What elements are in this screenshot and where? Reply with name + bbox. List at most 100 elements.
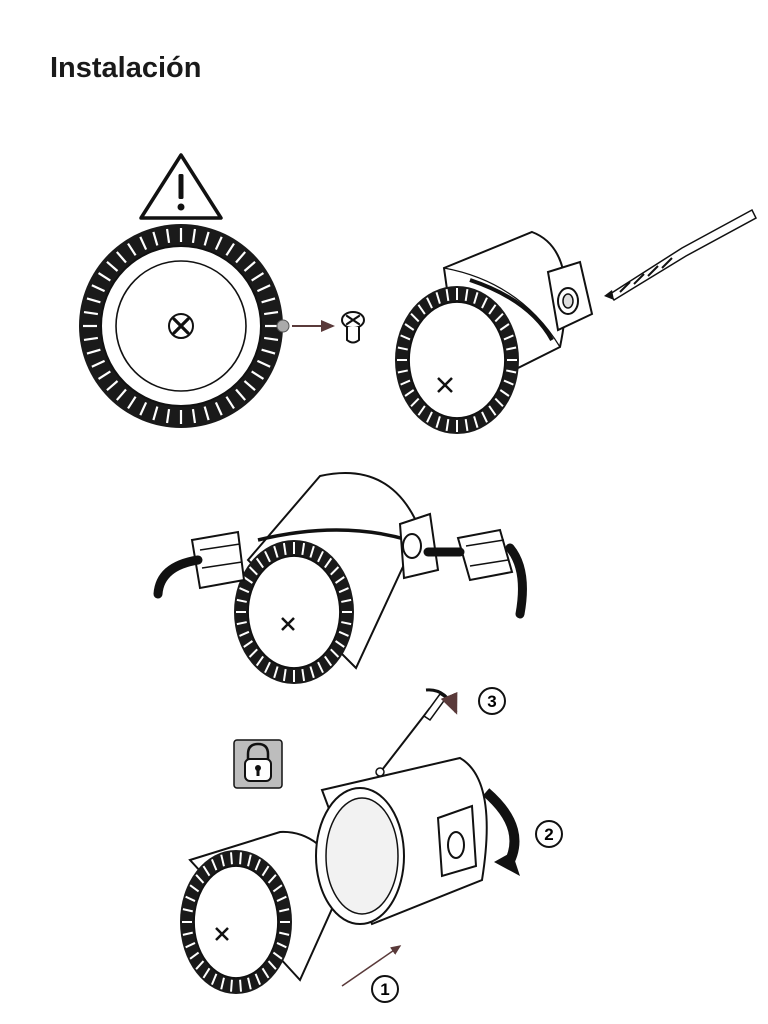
grille-rib bbox=[330, 648, 340, 658]
grille-rib bbox=[488, 405, 497, 416]
siren-side-view-drill bbox=[395, 230, 594, 434]
grille-rib bbox=[404, 389, 415, 397]
grille-rib bbox=[309, 545, 315, 558]
grille-rib bbox=[203, 231, 210, 246]
grille-rib bbox=[317, 661, 324, 674]
center-screw-icon bbox=[168, 313, 194, 339]
grille-rib bbox=[256, 284, 271, 293]
step-number: 3 bbox=[487, 692, 496, 711]
grille-rib bbox=[488, 304, 497, 315]
grille-rib bbox=[330, 566, 340, 576]
grille-rib bbox=[272, 951, 283, 960]
grille-rib bbox=[202, 865, 211, 877]
grille-rib bbox=[115, 388, 127, 401]
grille-rib bbox=[165, 228, 171, 244]
grille-rib bbox=[400, 379, 411, 386]
left-cable-gland-icon bbox=[153, 530, 246, 599]
grille-rib bbox=[426, 297, 433, 309]
grille-rib bbox=[195, 874, 205, 884]
grille-rib bbox=[464, 288, 469, 302]
grille-rib bbox=[97, 370, 111, 380]
grille-rib bbox=[220, 854, 225, 867]
grille-rib bbox=[506, 369, 517, 374]
grille-rib bbox=[127, 242, 137, 256]
grille-rib bbox=[182, 908, 193, 913]
grille-rib bbox=[279, 908, 290, 913]
grille-rib bbox=[248, 566, 258, 576]
exploded-assembly bbox=[180, 688, 520, 994]
grille-rib bbox=[251, 370, 265, 380]
grille-rib bbox=[106, 380, 119, 392]
grille-rib bbox=[261, 297, 276, 304]
step-badge-2: 2 bbox=[535, 820, 563, 848]
grille-rib bbox=[182, 931, 193, 936]
step-number: 1 bbox=[380, 980, 389, 999]
grille-rib bbox=[91, 284, 106, 293]
grille-rib bbox=[264, 550, 271, 563]
grille-rib bbox=[506, 346, 517, 351]
grille-rib bbox=[417, 405, 426, 416]
grille-rib bbox=[254, 973, 261, 986]
grille-rib bbox=[397, 369, 408, 374]
grille-rib bbox=[435, 292, 441, 304]
grille-rib bbox=[261, 348, 276, 355]
grille-rib bbox=[426, 411, 433, 423]
grille-rib bbox=[243, 260, 256, 272]
grille-rib bbox=[91, 359, 106, 368]
grille-rib bbox=[261, 865, 270, 877]
grille-rib bbox=[236, 621, 247, 626]
rotate-screw-arrow bbox=[425, 688, 458, 715]
siren-front-view bbox=[79, 224, 290, 428]
grille-rib bbox=[435, 416, 441, 428]
grille-rib bbox=[139, 236, 148, 251]
screwdriver-icon bbox=[375, 692, 448, 777]
grille-rib bbox=[397, 346, 408, 351]
grille-rib bbox=[499, 389, 510, 397]
grille-rib bbox=[410, 313, 420, 323]
grille-rib bbox=[225, 396, 235, 410]
step-badge-3: 3 bbox=[478, 687, 506, 715]
grille-rib bbox=[239, 630, 250, 637]
grille-rib bbox=[83, 336, 99, 342]
step-number: 2 bbox=[544, 825, 553, 844]
grille-rib bbox=[248, 648, 258, 658]
grille-rib bbox=[83, 310, 99, 316]
grille-rib bbox=[243, 380, 256, 392]
grille-rib bbox=[279, 931, 290, 936]
grille-rib bbox=[400, 334, 411, 341]
grille-rib bbox=[273, 666, 279, 679]
grille-rib bbox=[243, 576, 254, 584]
lock-icon bbox=[233, 739, 283, 789]
grille-rib bbox=[225, 242, 235, 256]
screw-icon bbox=[341, 311, 365, 344]
grille-rib bbox=[276, 942, 287, 949]
grille-rib bbox=[473, 292, 479, 304]
grille-rib bbox=[317, 550, 324, 563]
grille-rib bbox=[334, 576, 345, 584]
grille-rib bbox=[272, 884, 283, 893]
grille-rib bbox=[309, 666, 315, 679]
grille-rib bbox=[338, 587, 349, 594]
grille-rib bbox=[235, 251, 247, 264]
grille-rib bbox=[86, 297, 101, 304]
grille-rib bbox=[276, 895, 287, 902]
grille-rib bbox=[334, 640, 345, 648]
grille-rib bbox=[97, 272, 111, 282]
grille-rib bbox=[239, 852, 242, 865]
grille-rib bbox=[191, 228, 197, 244]
page-title: Instalación bbox=[50, 52, 202, 84]
grille-rib bbox=[220, 977, 225, 990]
grille-rib bbox=[202, 967, 211, 979]
siren-with-cable-glands bbox=[153, 472, 527, 684]
grille-rib bbox=[255, 655, 264, 667]
grille-rib bbox=[115, 251, 127, 264]
grille-rib bbox=[261, 967, 270, 979]
grille-rib bbox=[214, 236, 223, 251]
grille-rib bbox=[324, 655, 333, 667]
grille-rib bbox=[230, 852, 233, 865]
grille-rib bbox=[445, 288, 450, 302]
grille-rib bbox=[264, 661, 271, 674]
grille-rib bbox=[282, 668, 287, 682]
grille-rib bbox=[255, 557, 264, 569]
grille-rib bbox=[267, 874, 277, 884]
